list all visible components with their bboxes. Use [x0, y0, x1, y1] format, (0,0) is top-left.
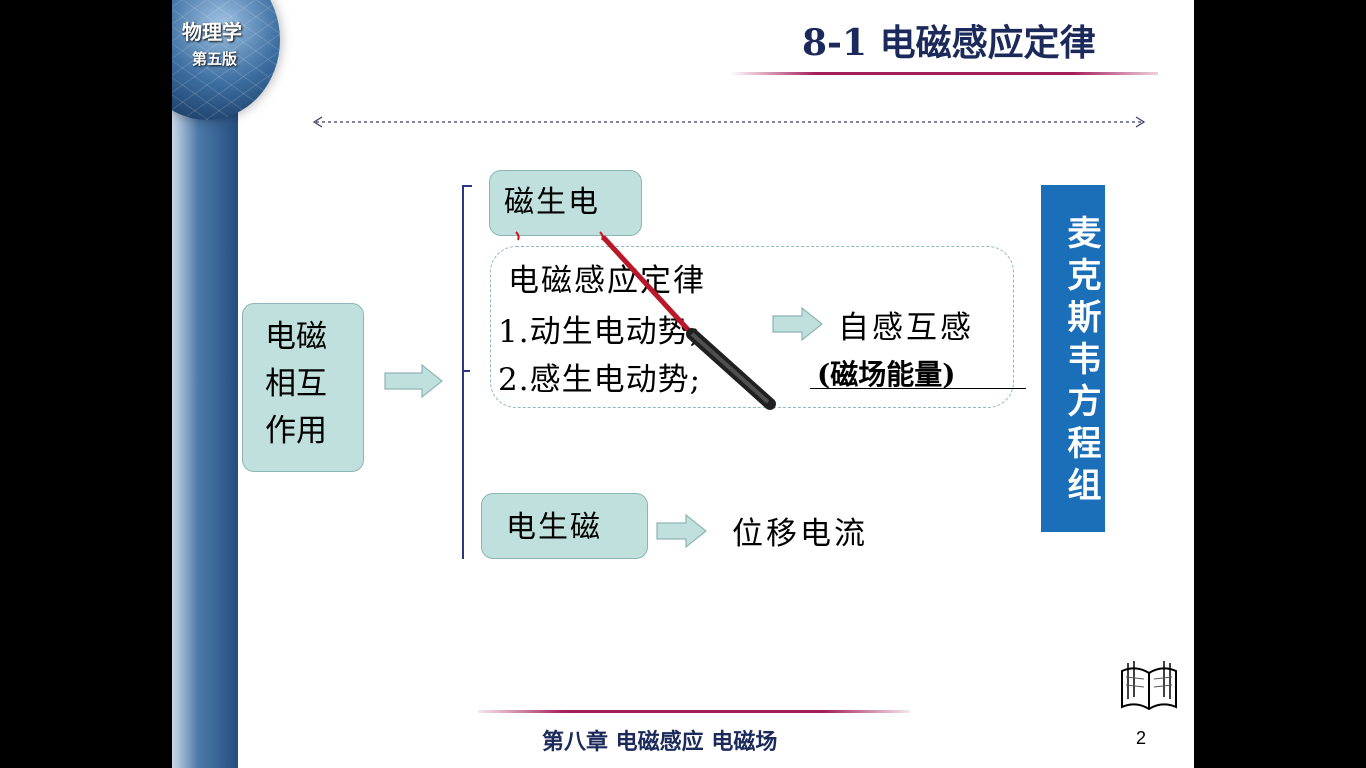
book-edition: 第五版: [192, 50, 238, 68]
bracket-line: [462, 185, 472, 559]
induction-law-title: 电磁感应定律: [508, 263, 706, 299]
motional-emf: 1.动生电动势;: [498, 314, 702, 350]
right-arrow-icon: [772, 307, 823, 341]
magnetic-energy: (磁场能量): [817, 358, 956, 391]
page-number: 2: [1136, 728, 1147, 748]
sidebar-decoration: [172, 0, 238, 768]
right-arrow-icon: [656, 514, 707, 548]
em-interaction-box: 电磁 相互 作用: [242, 303, 364, 472]
footer-line: [478, 710, 910, 713]
electric-to-magnet-box: 电生磁: [481, 493, 648, 559]
book-title: 物理学: [182, 20, 242, 44]
double-arrow-icon: [312, 116, 1146, 128]
em-interaction-line1: 电磁: [265, 319, 327, 355]
maxwell-equations-box: 麦克斯韦方程组: [1041, 185, 1105, 532]
em-interaction-line2: 相互: [265, 366, 327, 402]
title-underline: [730, 72, 1158, 75]
magnet-to-electric-box: 磁生电: [489, 170, 642, 236]
open-book-icon[interactable]: [1118, 657, 1180, 715]
energy-underline: [810, 388, 1026, 389]
induced-emf: 2.感生电动势;: [498, 362, 702, 398]
slide: 物理学 第五版 8-1 电磁感应定律 电磁 相互 作用 磁生电 电磁感应定律 1…: [172, 0, 1194, 768]
right-arrow-icon: [384, 364, 443, 398]
chapter-footer: 第八章 电磁感应 电磁场: [542, 730, 778, 755]
self-mutual-inductance: 自感互感: [838, 310, 974, 346]
em-interaction-line3: 作用: [265, 413, 327, 449]
slide-title: 8-1 电磁感应定律: [802, 22, 1096, 64]
displacement-current: 位移电流: [732, 516, 868, 552]
bracket-tick: [462, 370, 470, 372]
